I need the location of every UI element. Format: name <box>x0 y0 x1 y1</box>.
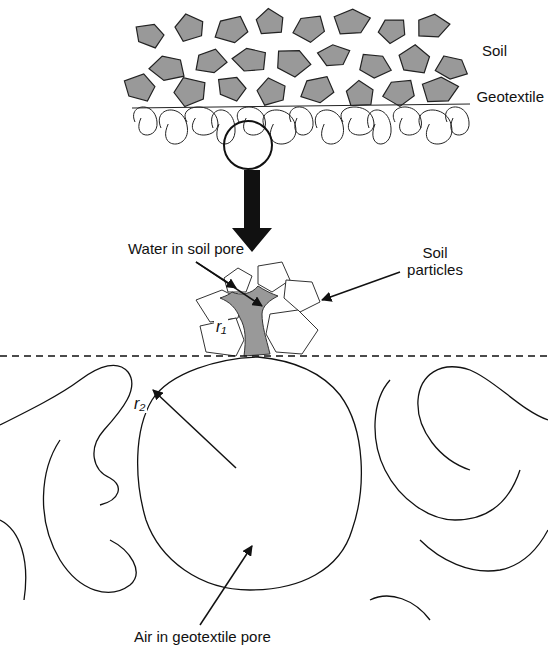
soil-particle <box>346 80 373 105</box>
soil-particle <box>215 16 248 42</box>
soil-particle <box>422 77 458 101</box>
soil-particle <box>196 49 227 73</box>
air-label: Air in geotextile pore <box>134 628 271 645</box>
geotextile-fibre <box>159 110 187 144</box>
geotextile-label: Geotextile <box>476 88 544 105</box>
water-label: Water in soil pore <box>128 240 244 257</box>
soil-particle <box>360 54 391 78</box>
detail-soil-particles <box>196 262 320 356</box>
soil-particle <box>232 48 265 71</box>
soil-particle <box>419 14 450 37</box>
geotextile-fibre <box>419 110 452 144</box>
particles-label: Soil particles <box>404 244 466 279</box>
geotextile-fibre <box>315 110 343 144</box>
soil-particle <box>435 56 467 79</box>
soil-label: Soil <box>482 42 507 59</box>
soil-particle <box>149 56 184 80</box>
radius-label: r₂ <box>132 395 147 413</box>
soil-particle <box>219 78 246 102</box>
detail-geotextile-fibres <box>0 357 548 620</box>
soil-particle <box>318 45 350 66</box>
callout-arrows <box>153 262 400 625</box>
soil-particle <box>136 24 164 48</box>
geotextile-fibre <box>393 107 421 135</box>
soil-particle <box>175 14 203 41</box>
soil-particle <box>256 9 283 34</box>
zoom-arrow <box>232 170 272 252</box>
soil-particle <box>301 77 334 103</box>
soil-particle <box>399 45 429 73</box>
geotextile-fibre <box>341 107 374 135</box>
soil-particle <box>383 80 414 106</box>
soil-particle <box>257 78 285 105</box>
geotextile-fibre <box>446 107 470 135</box>
soil-particle <box>124 74 154 101</box>
soil-particle <box>278 51 311 77</box>
geotextile-fibre <box>368 110 392 144</box>
soil-particle <box>334 9 370 34</box>
interface-line <box>0 355 548 357</box>
geotextile-fibre <box>134 107 158 135</box>
soil-particle <box>378 20 404 44</box>
zoom-circle <box>224 121 272 169</box>
geotextile-fibre <box>185 107 218 135</box>
geotextile-fibres <box>132 104 470 144</box>
geotextile-surface <box>132 104 470 108</box>
soil-particles <box>124 9 467 107</box>
geotextile-fibre <box>263 110 296 144</box>
soil-particle <box>174 78 205 107</box>
geotextile-fibre <box>290 107 314 135</box>
radius-label: r₁ <box>214 318 228 336</box>
soil-particle <box>293 16 324 42</box>
